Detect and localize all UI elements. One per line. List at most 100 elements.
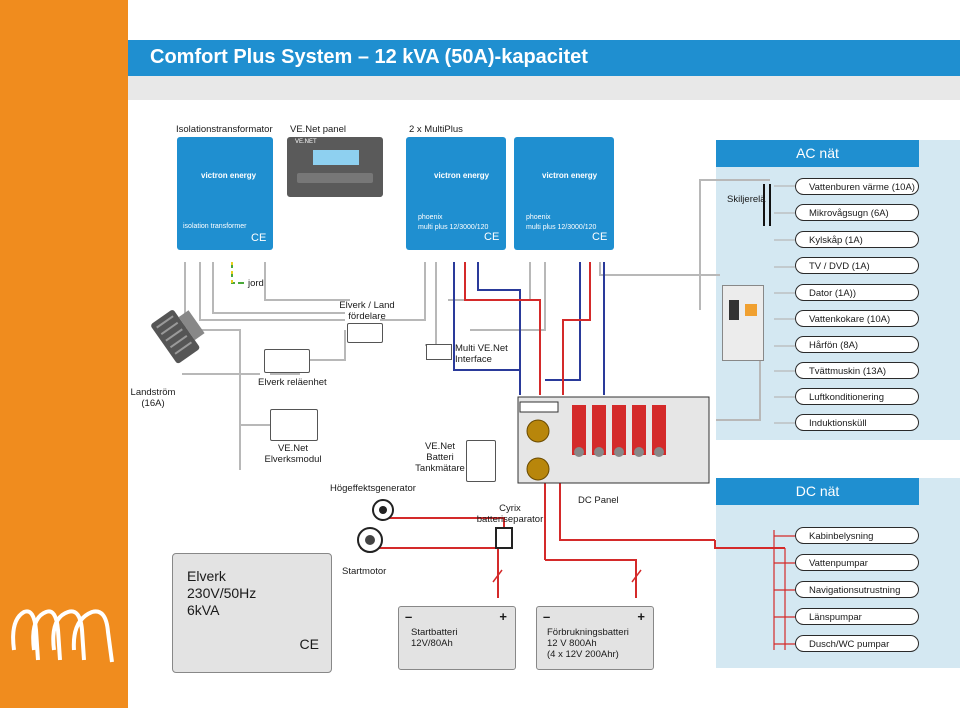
start-battery-line2: 12V/80Ah	[411, 638, 453, 649]
venet-elverk-label: VE.Net Elverksmodul	[258, 443, 328, 465]
alternator-icon	[372, 499, 394, 521]
elverk-land-box	[347, 323, 383, 343]
ac-item-10: Induktionsküll	[795, 414, 919, 431]
subheader-band	[128, 76, 960, 100]
venet-batteri-label: VE.Net Batteri Tankmätare	[410, 441, 470, 474]
cyrix-box	[495, 527, 513, 549]
cyrix-label: Cyrix batteriseparator	[470, 503, 550, 525]
venet-panel-header: VE.Net panel	[290, 124, 346, 135]
shore-plug-icon	[151, 310, 205, 364]
multiplus-1: victron energy phoenix multi plus 12/300…	[406, 137, 506, 250]
elverk-generator: Elverk 230V/50Hz 6kVA CE	[172, 553, 332, 673]
start-battery: – + Startbatteri 12V/80Ah	[398, 606, 516, 670]
consumer-battery-plus: +	[637, 609, 645, 624]
consumer-battery-line1: Förbrukningsbatteri	[547, 627, 629, 638]
page-title: Comfort Plus System – 12 kVA (50A)-kapac…	[150, 46, 588, 68]
brand-sidebar	[0, 0, 128, 708]
ac-item-1: Vattenburen värme (10A)	[795, 178, 919, 195]
switch-forbr-icon	[631, 569, 642, 583]
startmotor-icon	[357, 527, 383, 553]
breaker-indicator	[745, 304, 757, 316]
ac-wires-gray	[182, 179, 770, 470]
ac-item-4: TV / DVD (1A)	[795, 257, 919, 274]
isolation-brand: victron energy	[201, 171, 257, 180]
multiplus-2-brand: victron energy	[542, 171, 598, 180]
earth-wire	[231, 262, 244, 284]
isolation-ce: CE	[251, 232, 267, 244]
venet-batteri-box	[466, 440, 496, 482]
elverk-line3: 6kVA	[187, 602, 220, 618]
multiplus-1-phoenix: phoenix	[418, 214, 443, 221]
relay-symbol-icon	[763, 184, 771, 226]
start-battery-line1: Startbatteri	[411, 627, 458, 638]
dc-load-wires	[773, 530, 795, 650]
dc-item-4: Länspumpar	[795, 608, 919, 625]
elverk-text: Elverk 230V/50Hz 6kVA	[187, 568, 256, 619]
jord-label: jord	[248, 278, 264, 289]
ac-item-2: Mikrovågsugn (6A)	[795, 204, 919, 221]
isolation-transformer: victron energy isolation transformer CE	[177, 137, 273, 250]
venet-elverk-line2: Elverksmodul	[264, 454, 322, 465]
elverk-ce: CE	[299, 636, 319, 652]
elverk-relaenhet-label: Elverk reläenhet	[258, 377, 327, 388]
multiplus-2-model: multi plus 12/3000/120	[526, 224, 597, 231]
consumer-battery-line2: 12 V 800Ah	[547, 638, 597, 649]
breaker-switch	[729, 300, 739, 320]
dc-wires-blue	[453, 262, 605, 395]
isolation-text: isolation transformer	[183, 223, 247, 230]
venet-screen	[313, 150, 359, 165]
venet-batteri-line2: Batteri	[426, 452, 454, 463]
multiplus-2: victron energy phoenix multi plus 12/300…	[514, 137, 614, 250]
dc-panel-label: DC Panel	[578, 495, 619, 506]
dc-item-2: Vattenpumpar	[795, 554, 919, 571]
dc-distribution	[517, 396, 710, 484]
dc-item-5: Dusch/WC pumpar	[795, 635, 919, 652]
multi-venet-line1: Multi VE.Net	[455, 343, 508, 354]
start-battery-minus: –	[405, 609, 413, 624]
multiplus-1-brand: victron energy	[434, 171, 490, 180]
dc-panel-title: DC nät	[716, 478, 919, 505]
elverk-land-line1: Elverk / Land	[339, 300, 395, 311]
landstrom-line1: Landström	[130, 387, 176, 398]
start-battery-plus: +	[499, 609, 507, 624]
dc-item-3: Navigationsutrustning	[795, 581, 919, 598]
multiplus-header: 2 x MultiPlus	[409, 124, 463, 135]
ac-load-wires	[774, 185, 795, 424]
elverk-line1: Elverk	[187, 568, 226, 584]
venet-buttons	[297, 173, 373, 183]
multiplus-1-model: multi plus 12/3000/120	[418, 224, 489, 231]
ac-item-8: Tvättmuskin (13A)	[795, 362, 919, 379]
elverk-land-line2: fördelare	[348, 311, 386, 322]
venet-batteri-line1: VE.Net	[424, 441, 456, 452]
consumer-battery-minus: –	[543, 609, 551, 624]
venet-elverk-box	[270, 409, 318, 441]
landstrom-line2: (16A)	[141, 398, 165, 409]
elverk-line2: 230V/50Hz	[187, 585, 257, 601]
cyrix-line2: batteriseparator	[476, 514, 544, 525]
ac-distribution-device	[722, 285, 764, 361]
multiplus-2-ce: CE	[592, 231, 608, 243]
hogeffekt-label: Högeffektsgenerator	[330, 483, 416, 494]
ac-item-7: Hårfön (8A)	[795, 336, 919, 353]
venet-panel-top: VE.NET	[295, 139, 317, 145]
multi-venet-line2: Interface	[455, 354, 492, 365]
multiplus-2-phoenix: phoenix	[526, 214, 551, 221]
ac-item-5: Dator (1A))	[795, 284, 919, 301]
ac-item-9: Luftkonditionering	[795, 388, 919, 405]
elverk-land-label: Elverk / Land fördelare	[327, 300, 407, 322]
isolation-header: Isolationstransformator	[176, 124, 273, 135]
dc-item-1: Kabinbelysning	[795, 527, 919, 544]
skiljerela-label: Skiljerelä	[727, 194, 766, 205]
ac-item-3: Kylskåp (1A)	[795, 231, 919, 248]
cyrix-line1: Cyrix	[499, 503, 521, 514]
venet-batteri-line3: Tankmätare	[415, 463, 465, 474]
consumer-battery-line3: (4 x 12V 200Ahr)	[547, 649, 619, 660]
venet-panel-device: VE.NET	[287, 137, 383, 197]
multiplus-1-ce: CE	[484, 231, 500, 243]
venet-elverk-line1: VE.Net	[277, 443, 309, 454]
elverk-relaenhet-box	[264, 349, 310, 373]
ac-panel-title: AC nät	[716, 140, 919, 167]
multi-venet-label: Multi VE.Net Interface	[455, 343, 508, 365]
landstrom-label: Landström (16A)	[128, 387, 178, 409]
